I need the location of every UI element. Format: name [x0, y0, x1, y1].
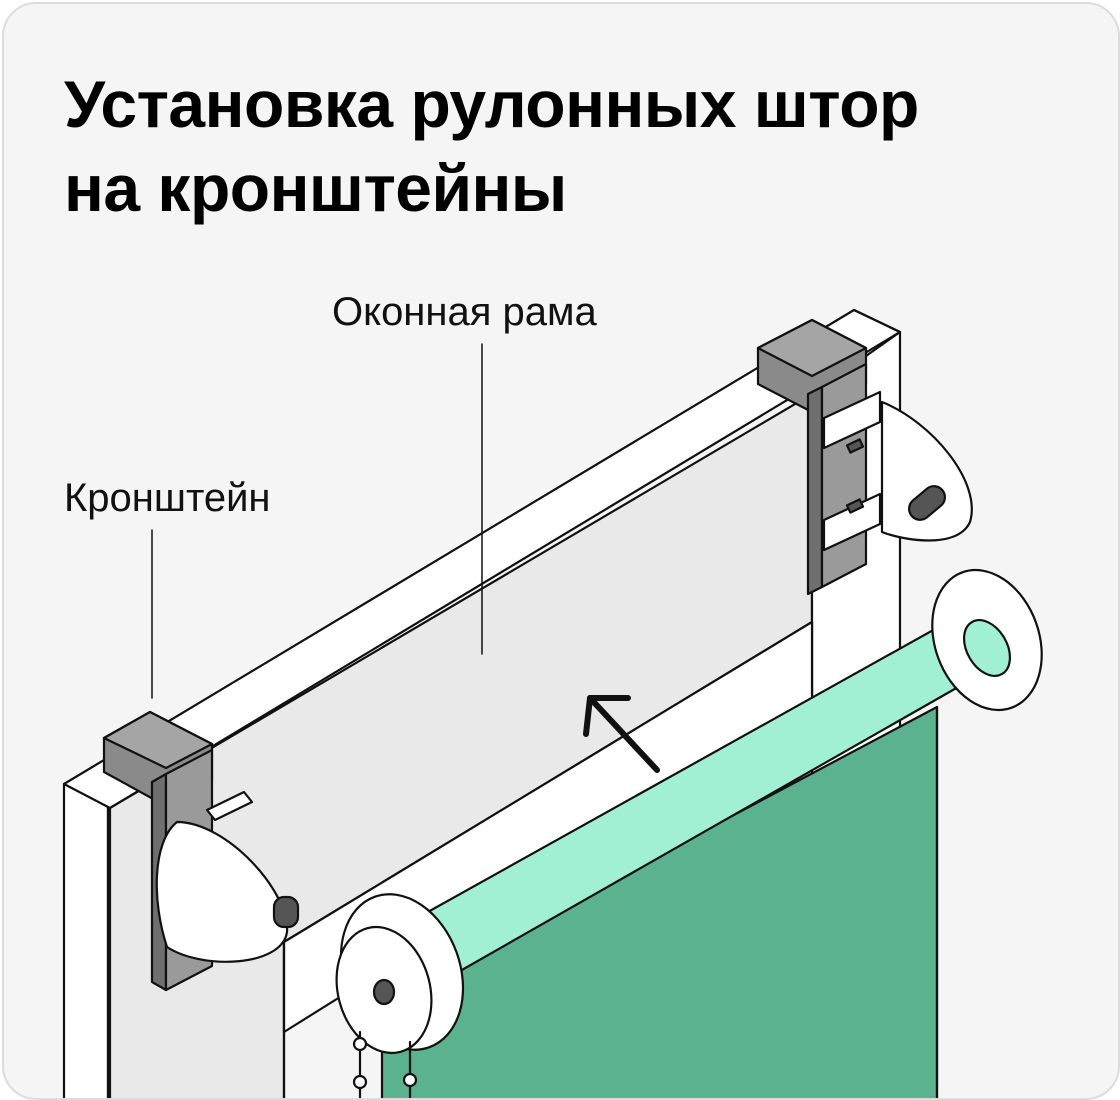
left-bracket [102, 710, 300, 992]
bracket-label: Кронштейн [64, 476, 271, 520]
roller-blind-illustration [62, 308, 1043, 1098]
window-frame-label: Оконная рама [332, 290, 597, 334]
right-bracket [756, 318, 973, 596]
page-title: Установка рулонных штор на кронштейны [64, 62, 919, 230]
title-line-1: Установка рулонных штор [64, 67, 919, 141]
arrow-up-left-icon [583, 695, 660, 773]
title-line-2: на кронштейны [64, 151, 567, 225]
roller-tube [335, 568, 1043, 1055]
pull-chain [352, 1030, 418, 1098]
